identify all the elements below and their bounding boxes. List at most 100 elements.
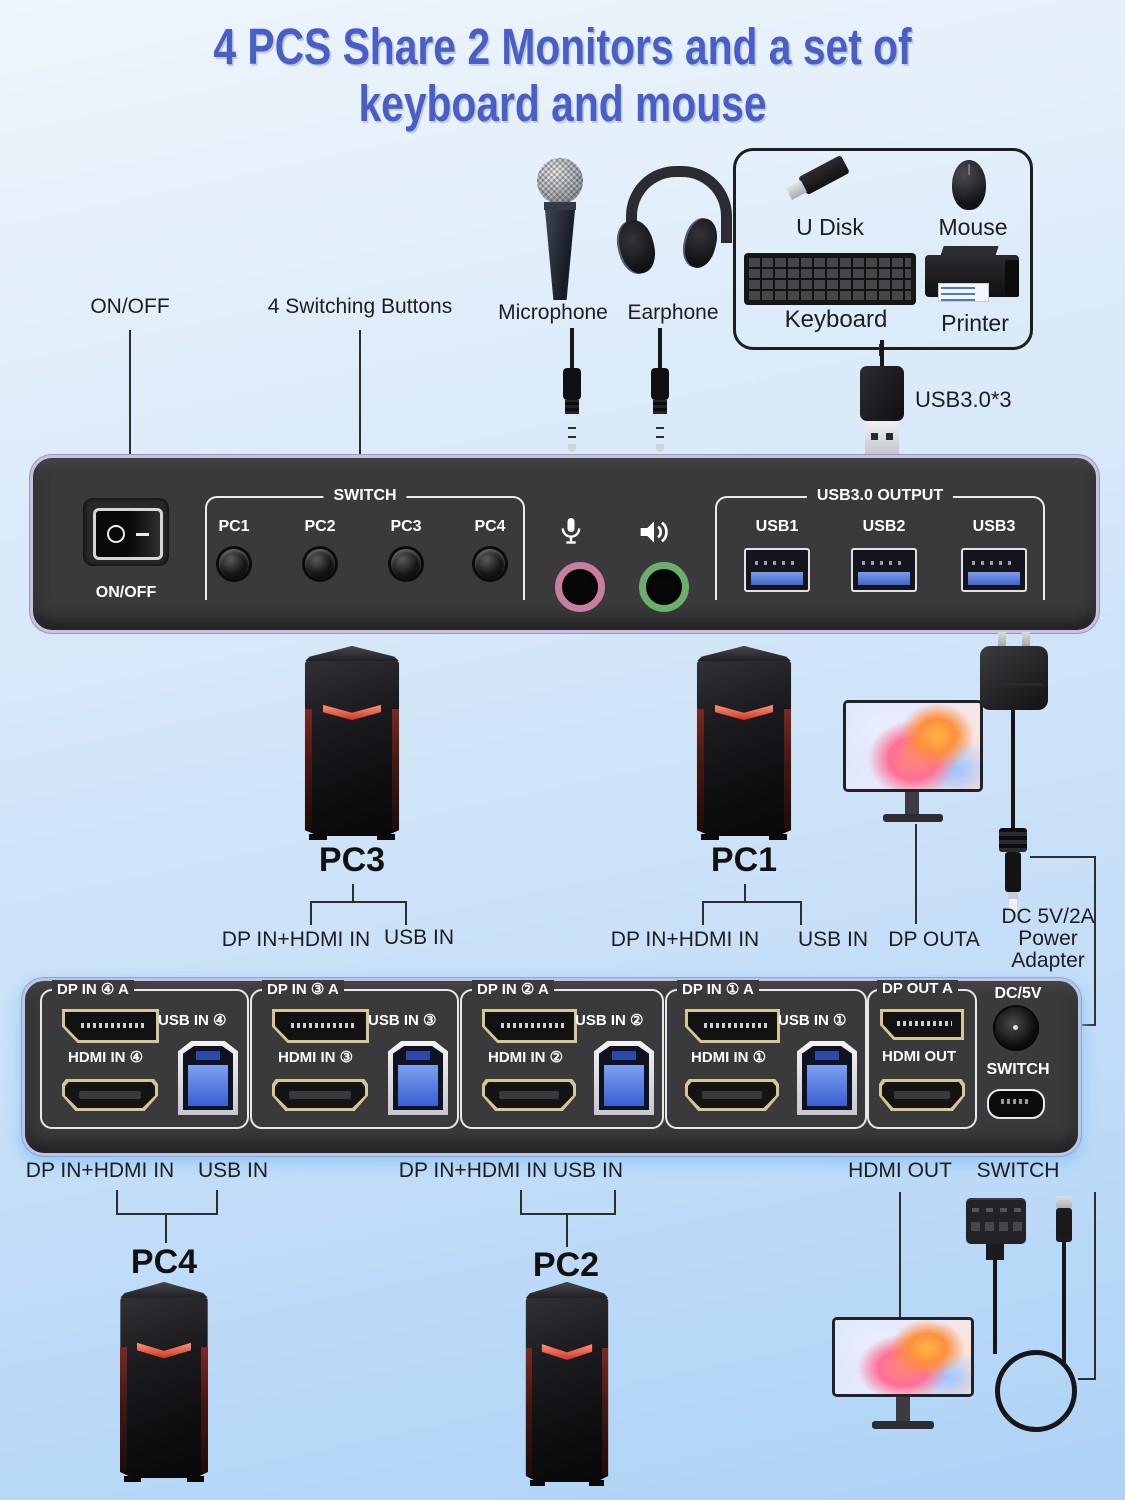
pc3-tower-image xyxy=(296,646,408,840)
label-pc1: PC1 xyxy=(710,841,778,879)
usb-port-tongue xyxy=(751,572,803,585)
dc-power-jack[interactable] xyxy=(995,1007,1037,1049)
usb-in-2-port[interactable] xyxy=(594,1041,654,1115)
hdmi-out-port[interactable] xyxy=(879,1079,965,1111)
port-slot xyxy=(79,1091,141,1100)
remote-button[interactable] xyxy=(999,1222,1008,1231)
plug-tip xyxy=(656,444,664,452)
pc4-select-button[interactable] xyxy=(475,549,505,579)
bracket-line xyxy=(566,1213,568,1247)
dp-in-3-port[interactable] xyxy=(272,1009,369,1043)
monitor-wallpaper xyxy=(846,703,980,789)
remote-cable xyxy=(993,1258,997,1354)
switch-group-label: SWITCH xyxy=(323,487,407,505)
hdmi-in-4-port[interactable] xyxy=(62,1079,158,1111)
usb-port-tongue xyxy=(858,572,910,585)
callout-microphone: Microphone xyxy=(498,301,608,324)
remote-button[interactable] xyxy=(1013,1222,1022,1231)
power-rocker[interactable] xyxy=(93,508,163,560)
bracket-line xyxy=(310,901,407,903)
monitor-screen xyxy=(832,1317,974,1397)
tower-feet xyxy=(518,1282,616,1486)
hdmi-in-1-port[interactable] xyxy=(685,1079,779,1111)
mic-icon xyxy=(561,518,581,544)
tower-body xyxy=(696,646,792,836)
label-pc4: PC4 xyxy=(130,1243,198,1281)
tower-body xyxy=(525,1282,609,1482)
adapter-label-line2: Power xyxy=(1018,927,1078,950)
keyboard-keys xyxy=(749,258,911,300)
usb1-port[interactable] xyxy=(744,548,810,592)
hdmi-in-2-port[interactable] xyxy=(482,1079,576,1111)
label-pc3-video-in: DP IN+HDMI IN xyxy=(221,928,371,951)
pc2-tower-image xyxy=(518,1282,616,1486)
remote-mark xyxy=(986,1208,993,1212)
dp-in-1-port[interactable] xyxy=(685,1009,780,1043)
pc1-select-button[interactable] xyxy=(219,549,249,579)
usb-in-1-port[interactable] xyxy=(797,1041,857,1115)
label-switch-remote: SWITCH xyxy=(976,1159,1060,1182)
usb-in-4-port[interactable] xyxy=(178,1041,238,1115)
power-label: ON/OFF xyxy=(95,584,157,601)
dp-in-2-port[interactable] xyxy=(482,1009,577,1043)
dp-out-label: DP OUT A xyxy=(877,980,958,997)
bracket-line xyxy=(116,1213,218,1215)
pc4-button-column: PC4 xyxy=(460,518,520,579)
title-line-2: keyboard and mouse xyxy=(358,75,767,132)
tower-feet xyxy=(688,646,800,840)
headphone-band xyxy=(626,166,732,243)
printer-ink-tank xyxy=(1004,260,1019,298)
dp-out-port[interactable] xyxy=(880,1009,964,1040)
microphone-body xyxy=(545,210,575,300)
adapter-prong xyxy=(1022,632,1030,650)
port-slot xyxy=(498,1091,560,1100)
tower-side xyxy=(392,708,400,831)
page-title: 4 PCS Share 2 Monitors and a set of keyb… xyxy=(0,18,1125,132)
dp-in-4-port[interactable] xyxy=(62,1009,159,1043)
remote-button[interactable] xyxy=(971,1222,980,1231)
label-pc2-usb-in: USB IN xyxy=(552,1159,624,1182)
usb-in-3-port[interactable] xyxy=(388,1041,448,1115)
switch-micro-port[interactable] xyxy=(987,1089,1045,1119)
port-tab xyxy=(406,1050,430,1061)
remote-mark xyxy=(1000,1208,1007,1212)
usb2-label: USB2 xyxy=(862,518,906,535)
monitor-base xyxy=(872,1421,934,1429)
title-line-1: 4 PCS Share 2 Monitors and a set of xyxy=(213,18,912,75)
usb2-column: USB2 xyxy=(844,518,924,592)
tower-feet xyxy=(112,1282,216,1482)
input-group-1: DP IN ① A USB IN ① HDMI IN ① xyxy=(665,980,867,1129)
tower-side xyxy=(602,1348,609,1476)
pc2-select-button[interactable] xyxy=(305,549,335,579)
mouse-image xyxy=(952,160,986,210)
adapter-prong xyxy=(998,632,1006,650)
leader-line-dc xyxy=(1094,856,1096,1026)
hdmi-out-label: HDMI OUT xyxy=(882,1048,957,1065)
micro-usb-plug-tip xyxy=(1056,1196,1072,1208)
label-keyboard: Keyboard xyxy=(784,306,888,333)
callout-on-off: ON/OFF xyxy=(90,295,170,318)
switch-group: SWITCH PC1 PC2 PC3 PC4 xyxy=(205,487,525,600)
kvm-front-panel: ON/OFF SWITCH PC1 PC2 PC3 PC4 xyxy=(30,455,1099,633)
usb-in-2-label: USB IN ② xyxy=(575,1012,644,1029)
plug-body xyxy=(651,368,669,400)
microphone-jack[interactable] xyxy=(555,562,605,612)
adapter-label-line3: Adapter xyxy=(1011,949,1085,972)
keyboard-image xyxy=(744,253,916,305)
pc3-select-button[interactable] xyxy=(391,549,421,579)
pc2-button-label: PC2 xyxy=(304,518,336,535)
bracket-line xyxy=(116,1190,118,1215)
remote-button[interactable] xyxy=(985,1222,994,1231)
power-switch[interactable] xyxy=(83,498,169,566)
bracket-line xyxy=(744,884,746,902)
monitor-neck xyxy=(896,1397,910,1421)
earphone-jack[interactable] xyxy=(639,562,689,612)
hdmi-in-3-port[interactable] xyxy=(272,1079,368,1111)
plug-shaft xyxy=(568,414,576,444)
usb3-column: USB3 xyxy=(954,518,1034,592)
usb-port-pins xyxy=(862,561,906,565)
bracket-line xyxy=(800,901,802,925)
usb2-port[interactable] xyxy=(851,548,917,592)
usb3-port[interactable] xyxy=(961,548,1027,592)
micro-usb-plug-body xyxy=(1056,1208,1072,1242)
